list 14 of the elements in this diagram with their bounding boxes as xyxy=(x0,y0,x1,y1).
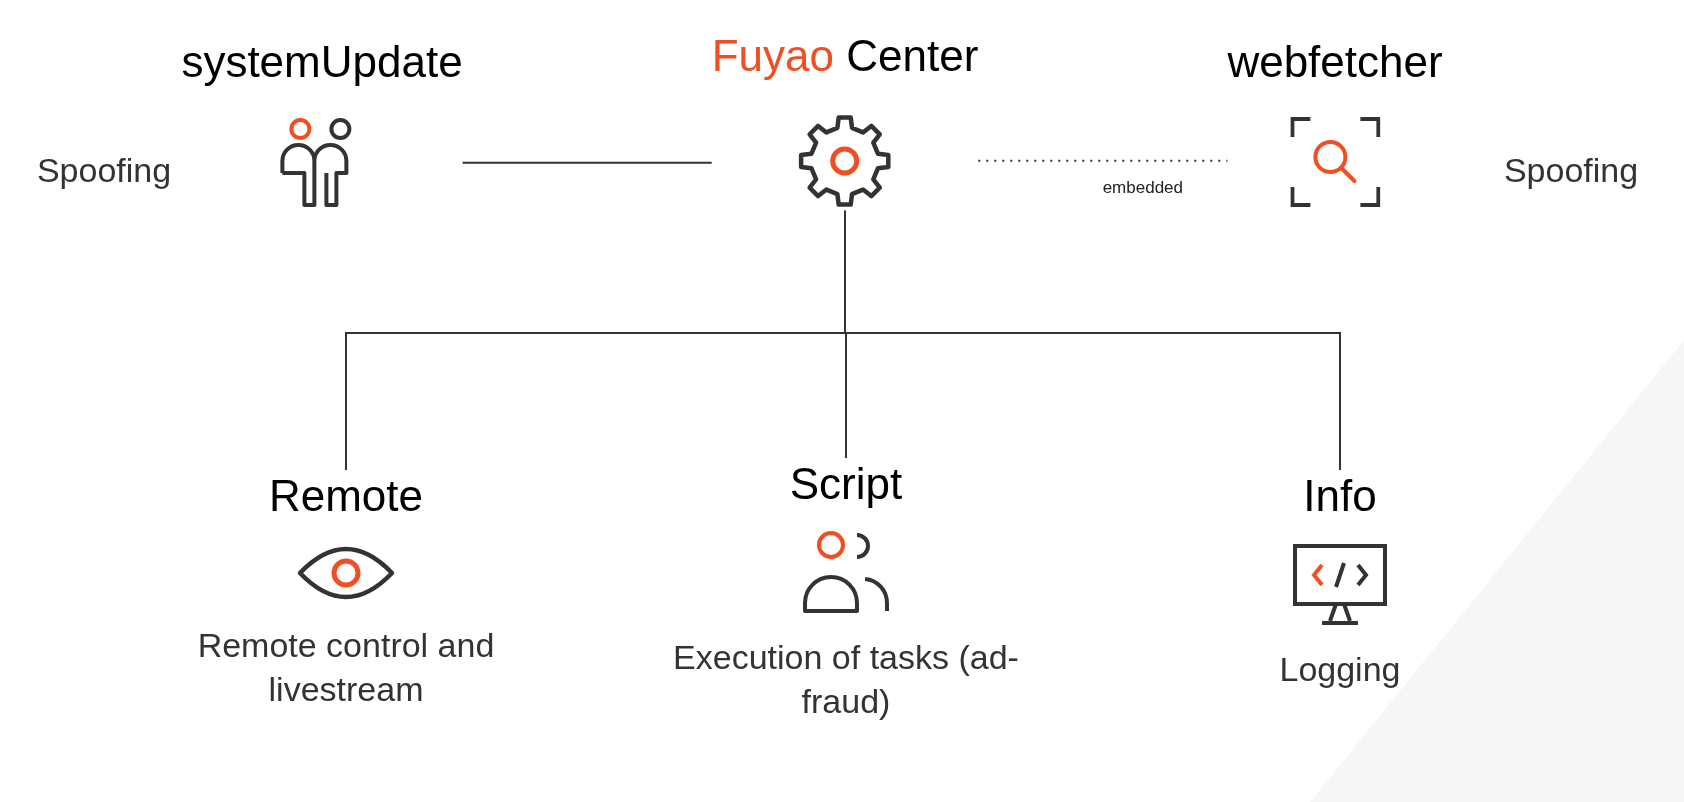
dotted-line xyxy=(977,159,1229,162)
node-heading: Fuyao Center xyxy=(711,30,979,82)
side-label: Spoofing xyxy=(1503,153,1639,187)
connector-line xyxy=(461,161,713,164)
connector-line xyxy=(844,209,1341,471)
node-description: Logging xyxy=(1278,648,1402,690)
node-heading: Remote xyxy=(268,470,424,522)
node-heading: webfetcher xyxy=(1227,36,1443,88)
side-label: Spoofing xyxy=(36,153,172,187)
node-heading: systemUpdate xyxy=(181,36,463,88)
node-heading: Info xyxy=(1303,470,1377,522)
node-description: Remote control and livestream xyxy=(196,624,496,710)
node-description: Execution of tasks (ad-fraud) xyxy=(672,636,1020,722)
node-heading: Script xyxy=(789,458,903,510)
